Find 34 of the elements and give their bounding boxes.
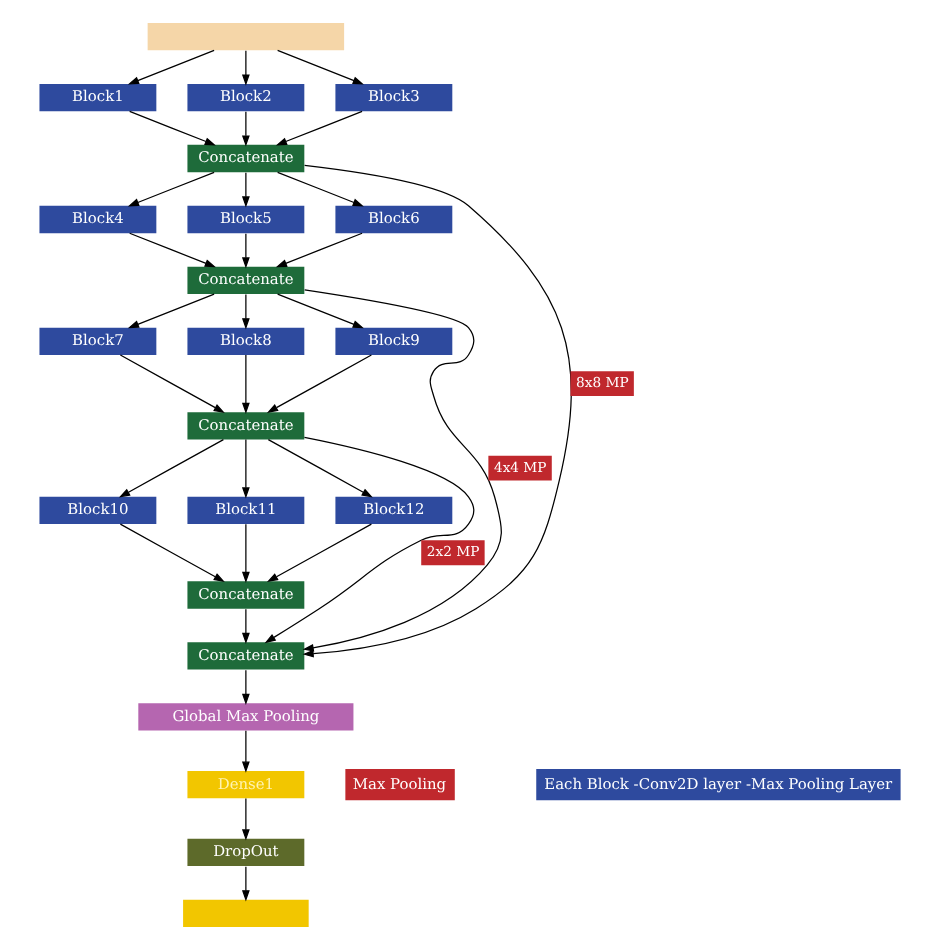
arrow <box>126 48 214 84</box>
arrow <box>266 437 372 497</box>
arrow <box>240 796 249 840</box>
arrow <box>128 231 215 267</box>
arrow <box>126 170 214 206</box>
node-box <box>182 898 308 927</box>
arrow <box>240 171 249 207</box>
arrow <box>240 353 249 413</box>
arrow <box>274 231 362 267</box>
arrow <box>118 353 224 412</box>
arrow <box>263 435 474 643</box>
arrow <box>265 353 371 412</box>
arrow <box>240 232 249 268</box>
arrow <box>240 293 249 329</box>
arrow <box>240 865 249 901</box>
arrow <box>240 437 249 498</box>
arrow <box>301 288 501 651</box>
arrow <box>128 109 215 145</box>
arrow <box>240 522 249 583</box>
arrow <box>276 48 363 84</box>
arrow <box>274 109 362 145</box>
arrow <box>126 292 214 328</box>
arrow <box>276 292 363 328</box>
arrow <box>276 170 363 206</box>
arrow <box>301 163 571 657</box>
arrow <box>240 668 249 704</box>
arrow <box>240 49 249 85</box>
arrow <box>240 110 249 146</box>
node-box <box>146 21 344 50</box>
arrow <box>117 437 224 497</box>
arrow <box>240 729 249 772</box>
arrow <box>240 607 249 644</box>
arrow <box>265 522 371 582</box>
arrow <box>118 522 224 582</box>
